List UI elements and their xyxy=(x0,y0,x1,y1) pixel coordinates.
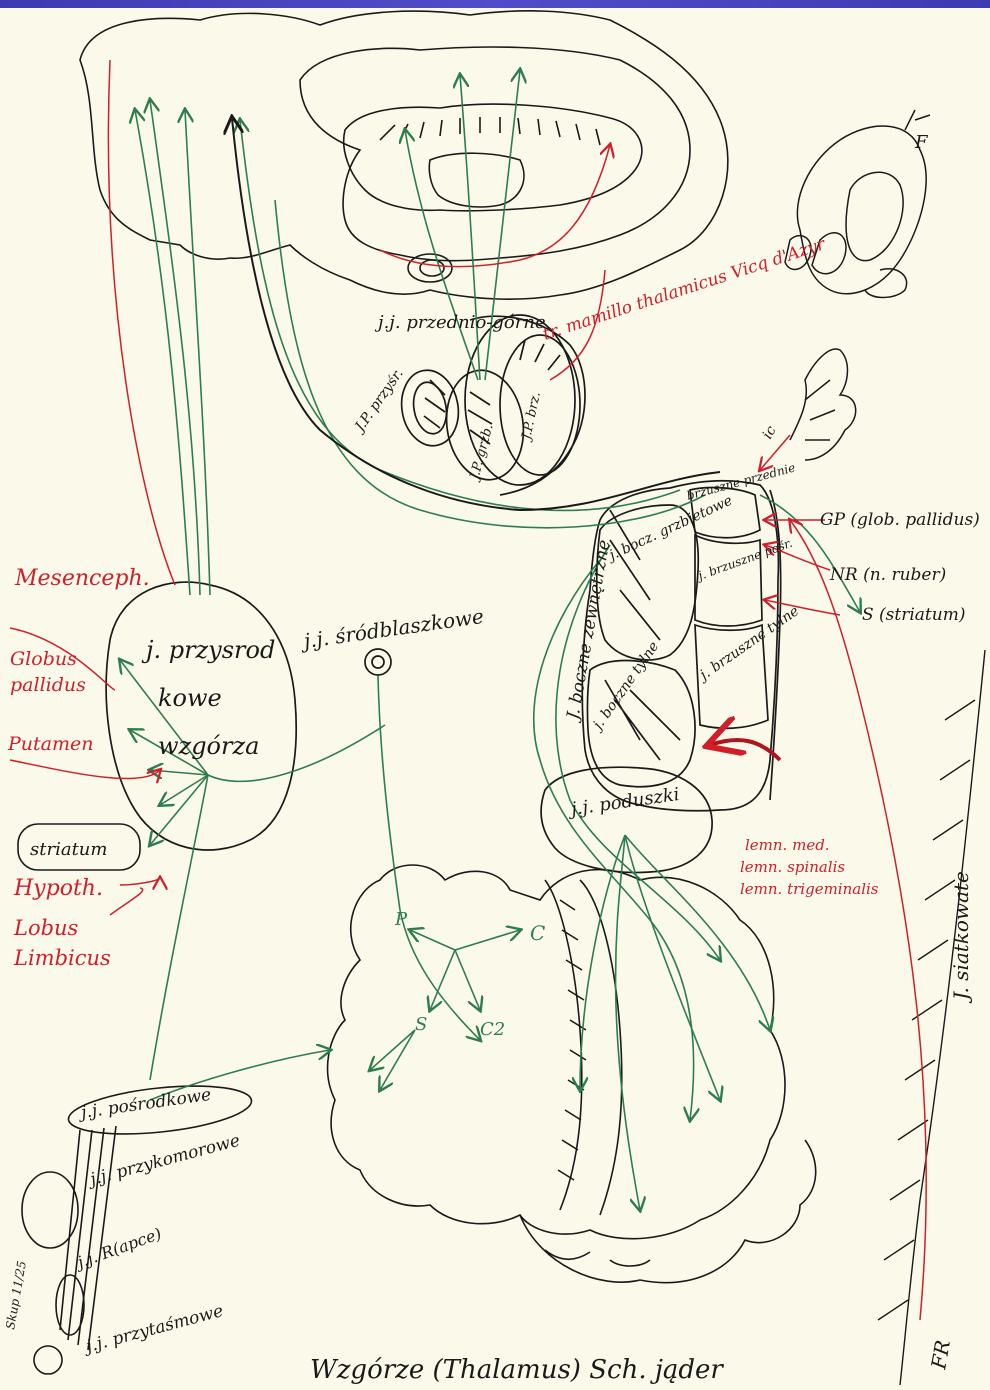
label-lateral-external: J. boczne zewnętrzne xyxy=(563,538,615,723)
label-raphe: j.j. R(apce) xyxy=(72,1224,164,1273)
label-mammillothalamic-tract: tr. mamillo thalamicus Vicq d'Azyr xyxy=(540,234,828,345)
label-globus-line2: pallidus xyxy=(10,674,86,696)
label-medial-line2: kowe xyxy=(158,684,222,712)
label-reticular: J. siatkowate xyxy=(949,871,973,1004)
label-lemniscus: lemn. med. lemn. spinalis lemn. trigemin… xyxy=(740,836,879,898)
reticular-nucleus-band xyxy=(878,650,985,1385)
label-striatum-box: striatum xyxy=(30,839,107,860)
cortex-outline xyxy=(80,11,728,299)
label-gp: GP (glob. pallidus) xyxy=(820,510,980,530)
label-signature: Skup 11/25 xyxy=(3,1260,29,1331)
label-s-small: S xyxy=(415,1014,427,1035)
label-mesencephalon: Mesenceph. xyxy=(14,566,150,591)
label-lateral-dorsal: j. bocz. grzbietowe xyxy=(604,493,735,565)
label-s: S (striatum) xyxy=(862,605,965,625)
label-lobus-line2: Limbicus xyxy=(13,946,111,970)
intralaminar-nucleus-circle xyxy=(365,649,391,675)
label-ap-medial: J.P. przyśr. xyxy=(350,366,406,437)
label-p-small: P xyxy=(394,909,408,930)
label-lemniscus-line3: lemn. trigeminalis xyxy=(740,880,879,898)
anterior-nuclei-cluster xyxy=(396,315,585,495)
label-putamen: Putamen xyxy=(7,733,93,755)
label-medial-line1: j. przysrod xyxy=(141,636,275,664)
label-ic: ic xyxy=(760,423,780,442)
diagram-labels: j.j. przednio-górne tr. mamillo thalamic… xyxy=(3,234,980,1385)
page-title: Wzgórze (Thalamus) Sch. jąder xyxy=(310,1355,724,1385)
label-globus-pallidus: Globus pallidus xyxy=(10,648,86,696)
label-hypothalamus: Hypoth. xyxy=(13,876,103,901)
label-globus-line1: Globus xyxy=(10,648,77,670)
label-c: C xyxy=(530,921,545,945)
label-lateral-posterior: j. boczne tylne xyxy=(588,639,662,735)
label-lemniscus-line1: lemn. med. xyxy=(745,836,830,854)
label-fr: FR xyxy=(926,1338,955,1372)
claustrum-sketch xyxy=(790,349,856,460)
label-paratenial: j.j. przytaśmowe xyxy=(80,1301,225,1358)
label-posterior-median: j.j. pośrodkowe xyxy=(76,1085,212,1124)
label-medial-nucleus: j. przysrod kowe wzgórza xyxy=(141,636,283,760)
label-nr: NR (n. ruber) xyxy=(829,565,946,585)
label-anterior-nuclei: j.j. przednio-górne xyxy=(374,312,546,333)
label-lobus-limbicus: Lobus Limbicus xyxy=(13,916,111,970)
label-ventral-posterior: j. brzuszne tylne xyxy=(695,603,802,685)
label-lemniscus-line2: lemn. spinalis xyxy=(740,858,845,876)
label-paraventricular: j.j. przykomorowe xyxy=(84,1131,242,1191)
inset-f-label: F xyxy=(914,132,929,153)
label-medial-line3: wzgórza xyxy=(158,732,259,760)
label-intralaminar: j.j. śródblaszkowe xyxy=(298,604,485,654)
inset-hypothalamus-sketch xyxy=(785,110,930,298)
label-c2: C2 xyxy=(480,1019,505,1040)
label-pulvinar: j.j. poduszki xyxy=(566,784,681,821)
label-lobus-line1: Lobus xyxy=(13,916,79,940)
